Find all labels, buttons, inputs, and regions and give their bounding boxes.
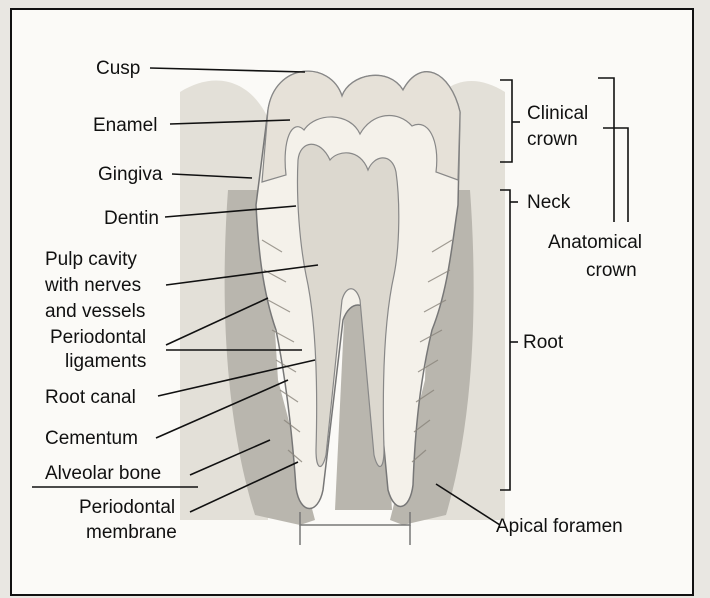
label-pdl-line1: Periodontal [50,327,146,348]
label-anatomical-line2: crown [586,260,637,281]
label-pulp-line1: Pulp cavity [45,249,137,270]
label-pulp-line3: and vessels [45,301,145,322]
label-cusp: Cusp [96,58,140,79]
label-cementum: Cementum [45,428,138,449]
label-pdl-line2: ligaments [65,351,146,372]
label-pdm-line1: Periodontal [79,497,175,518]
label-apical-foramen: Apical foramen [496,516,623,537]
label-pdm-line2: membrane [86,522,177,543]
label-neck: Neck [527,192,571,213]
label-gingiva: Gingiva [98,164,163,185]
label-dentin: Dentin [104,208,159,229]
label-clinical-line2: crown [527,129,578,150]
label-alveolar-bone: Alveolar bone [45,463,161,484]
label-anatomical-line1: Anatomical [548,232,642,253]
label-enamel: Enamel [93,115,157,136]
label-root: Root [523,332,564,353]
label-clinical-line1: Clinical [527,103,588,124]
label-pulp-line2: with nerves [44,275,141,296]
label-root-canal: Root canal [45,387,136,408]
